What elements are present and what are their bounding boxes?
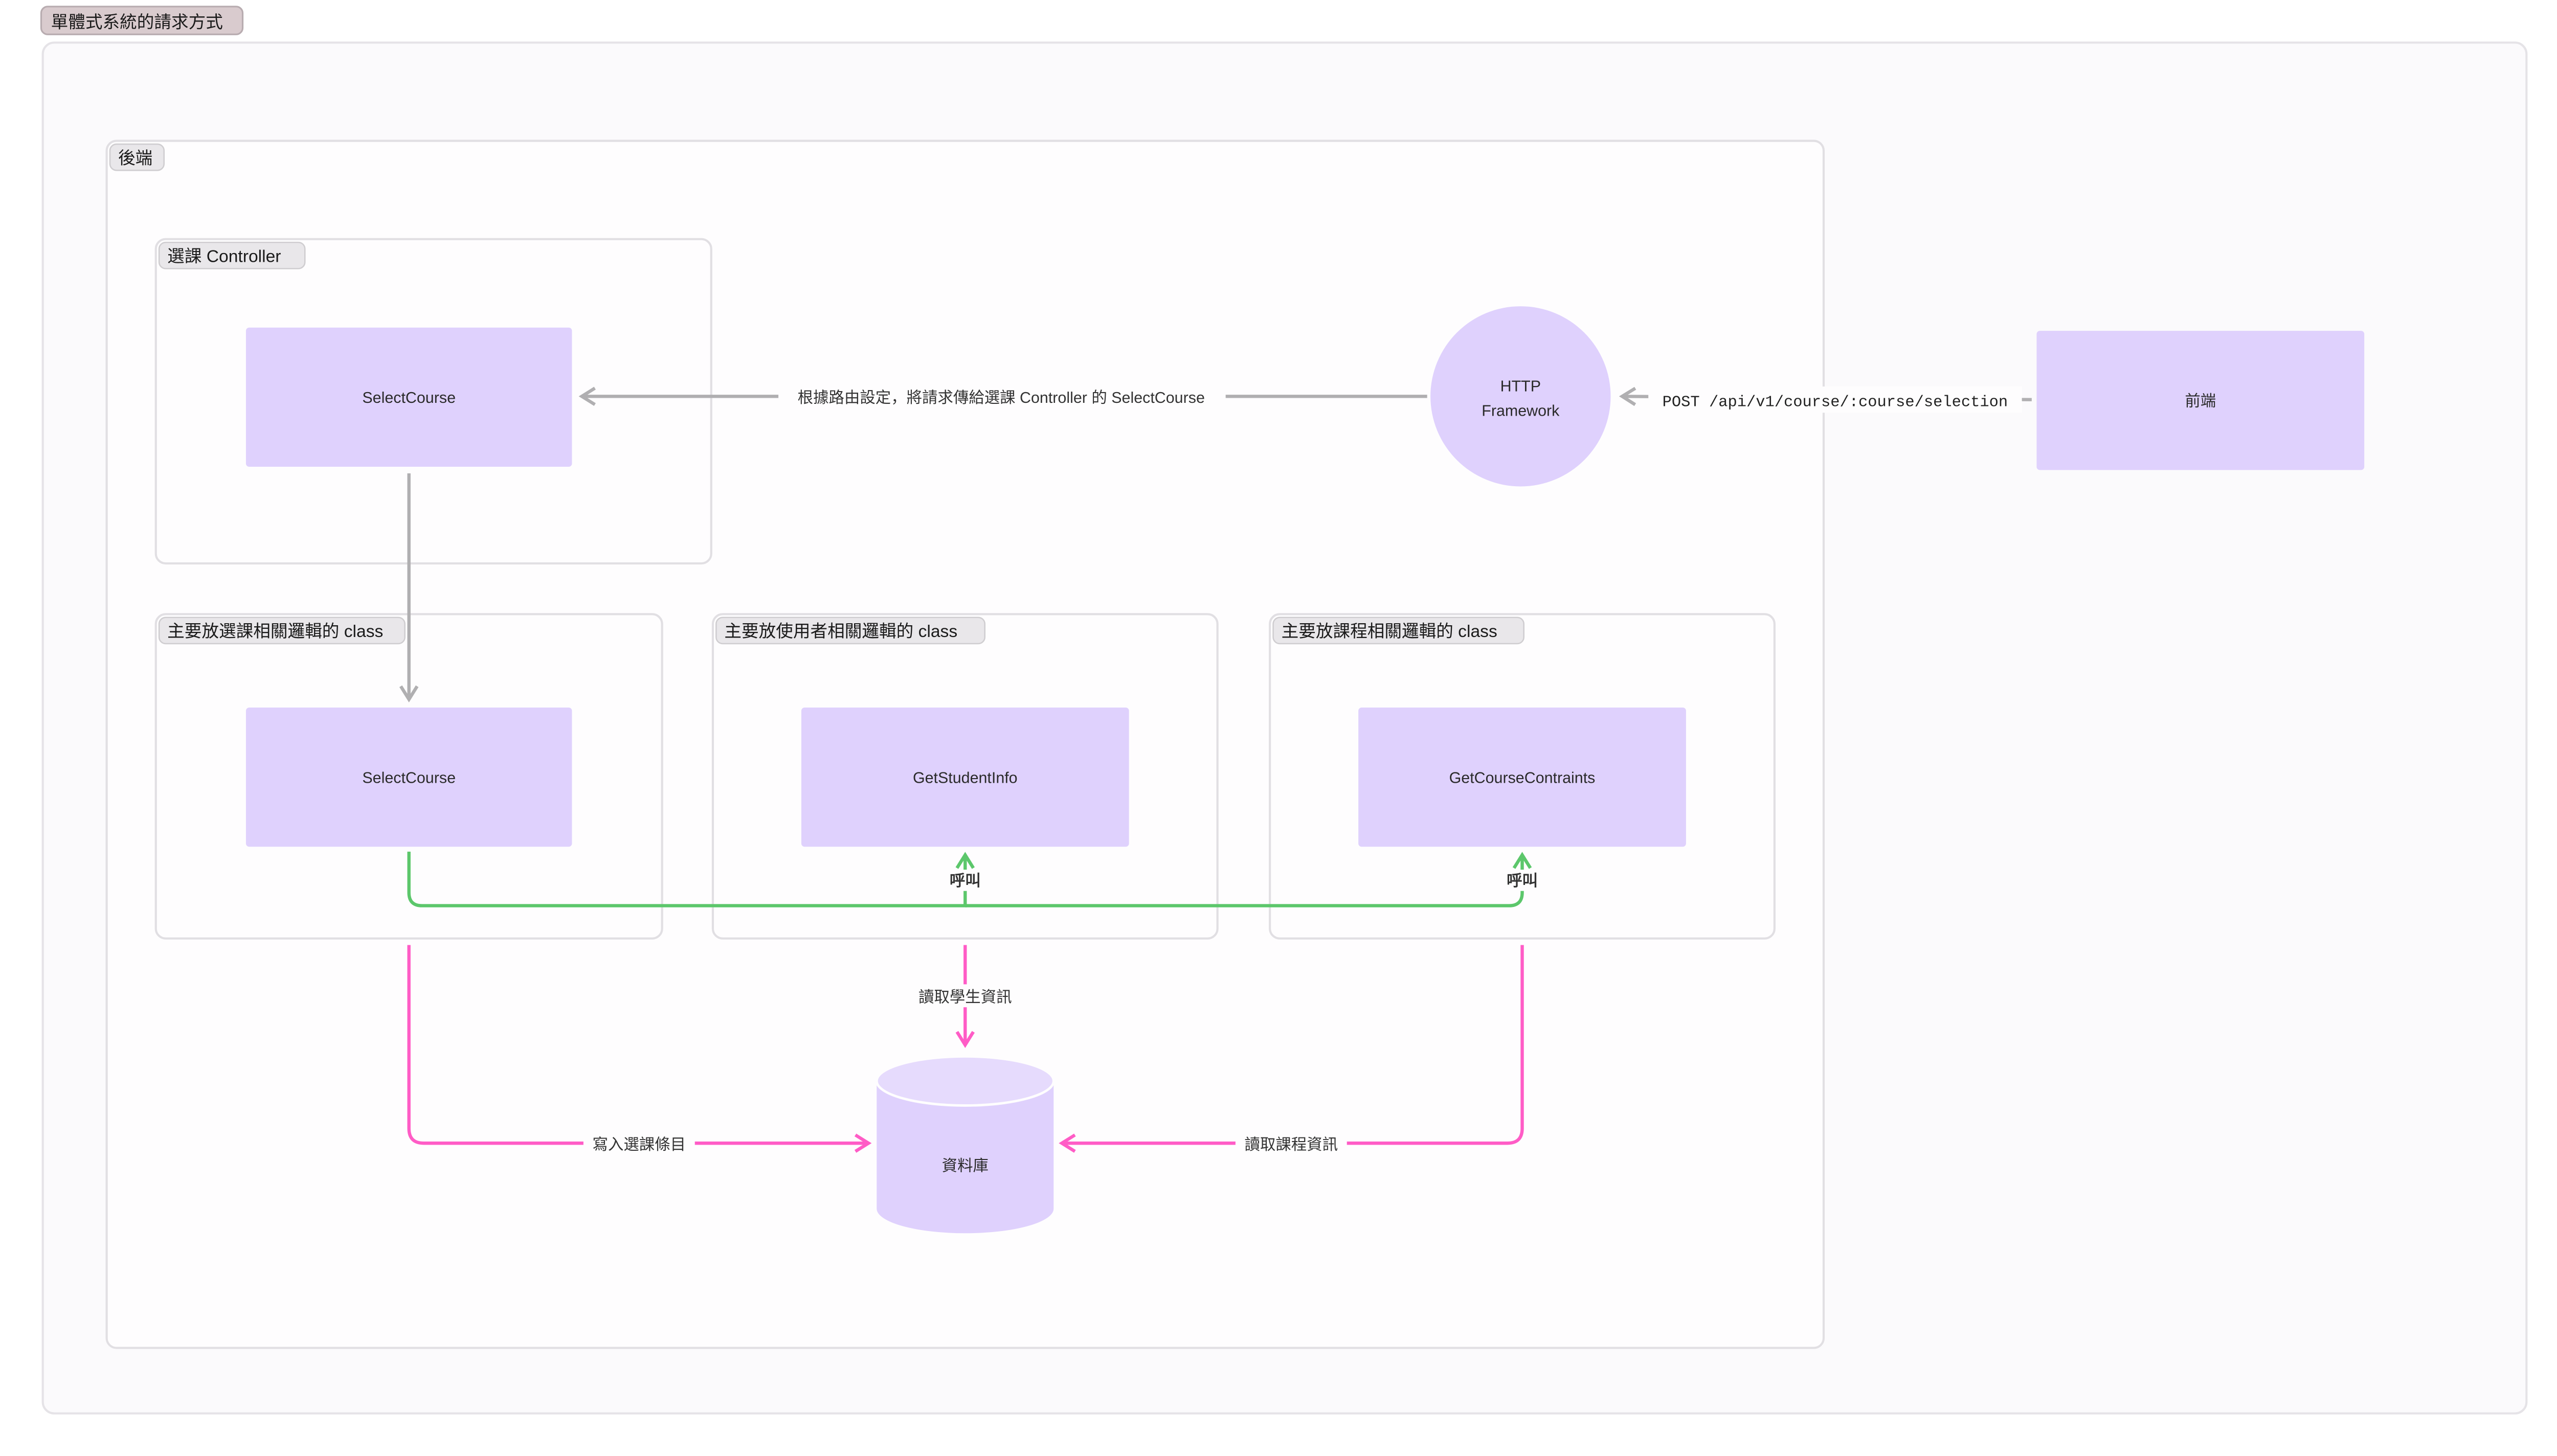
node-database[interactable]: 資料庫 (875, 1055, 1055, 1234)
node-frontend[interactable]: 前端 (2036, 331, 2365, 470)
group-label-course: 主要放課程相關邏輯的 class (1282, 622, 1497, 641)
node-controller-select-course[interactable]: SelectCourse (245, 327, 572, 467)
edge-http-to-controller: 根據路由設定，將請求傳給選課 Controller 的 SelectCourse (578, 383, 1427, 410)
edge-call-course: 呼叫 (965, 852, 1542, 907)
edge-label: 呼叫 (950, 872, 981, 890)
node-label: GetStudentInfo (913, 769, 1018, 786)
node-label: HTTP (1500, 378, 1541, 395)
node-label: Framework (1482, 402, 1560, 420)
node-label: SelectCourse (362, 769, 456, 786)
edge-label: 根據路由設定，將請求傳給選課 Controller 的 SelectCourse (798, 389, 1205, 406)
node-http-framework[interactable]: HTTP Framework (1430, 306, 1611, 487)
group-label-controller: 選課 Controller (167, 247, 281, 266)
edge-label: 讀取學生資訊 (918, 989, 1012, 1006)
node-label: GetCourseContraints (1449, 769, 1596, 786)
edge-read-course: 讀取課程資訊 (1059, 945, 1524, 1155)
group-label-backend: 後端 (118, 148, 152, 168)
edge-label: 讀取課程資訊 (1245, 1136, 1338, 1153)
edge-write-selection: 寫入選課條目 (407, 945, 872, 1155)
group-label-selection: 主要放選課相關邏輯的 class (167, 622, 383, 641)
group-label-user: 主要放使用者相關邏輯的 class (724, 622, 957, 641)
edge-call-student: 呼叫 (407, 851, 985, 907)
edge-frontend-to-http: POST /api/v1/course/:course/selection (1619, 386, 2032, 413)
edge-label: 寫入選課條目 (593, 1136, 686, 1153)
node-get-course-constraints[interactable]: GetCourseContraints (1358, 707, 1686, 847)
node-label: 資料庫 (942, 1157, 989, 1175)
node-get-student-info[interactable]: GetStudentInfo (801, 707, 1129, 847)
node-select-course[interactable]: SelectCourse (245, 707, 572, 847)
node-label: 前端 (2185, 392, 2216, 410)
edge-label: POST /api/v1/course/:course/selection (1663, 394, 2008, 411)
edge-read-student: 讀取學生資訊 (911, 945, 1020, 1048)
diagram-title: 單體式系統的請求方式 (51, 12, 223, 32)
edge-label: 呼叫 (1507, 872, 1538, 890)
node-label: SelectCourse (362, 389, 456, 406)
diagram-title-badge: 單體式系統的請求方式 (40, 6, 244, 35)
